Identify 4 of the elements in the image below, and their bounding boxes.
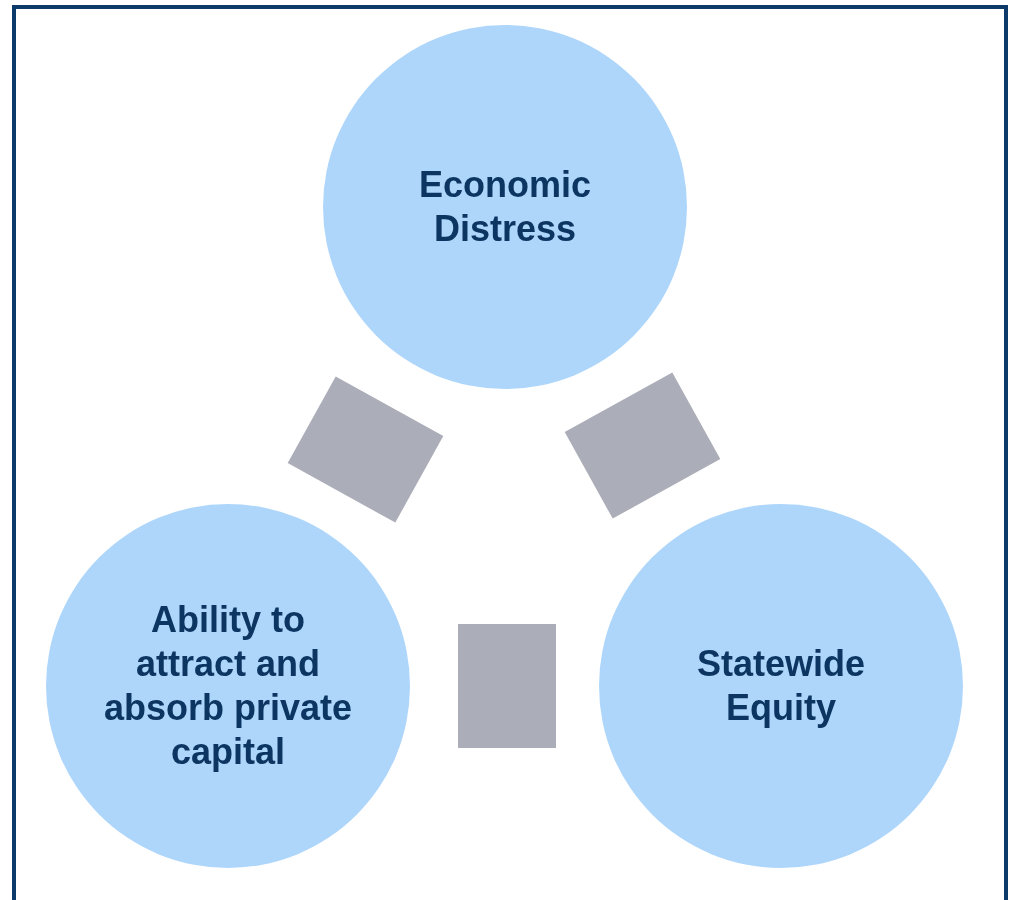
circle-label: Statewide Equity — [695, 642, 866, 730]
circle-label: Economic Distress — [417, 163, 592, 251]
circle-label: Ability to attract and absorb private capital — [103, 598, 353, 774]
connector-block — [458, 624, 556, 748]
